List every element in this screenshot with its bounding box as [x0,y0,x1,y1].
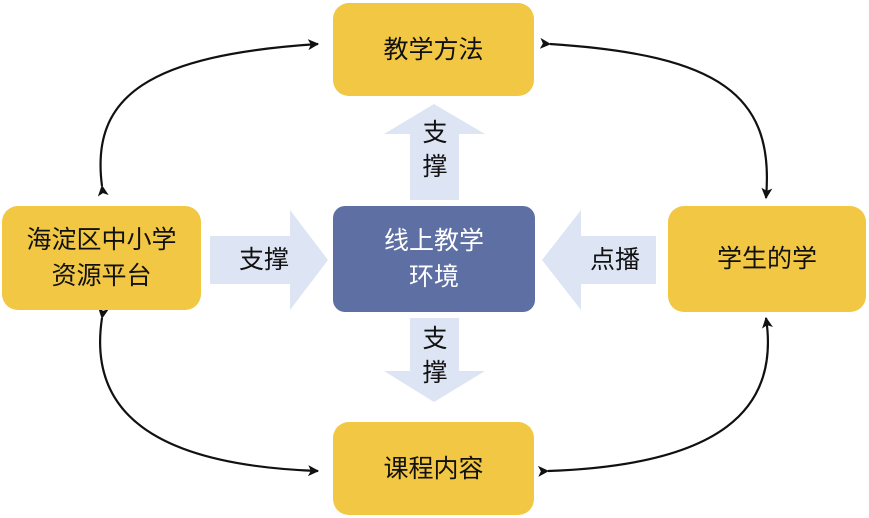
block-arrow-up [384,104,485,200]
node-teaching-method-label: 教学方法 [383,34,484,64]
node-online-environment: 线上教学 环境 [333,206,535,312]
connector-resource-content [98,307,320,477]
node-online-environment-label: 线上教学 环境 [383,226,484,291]
block-arrow-down-label: 支 撑 [422,324,448,387]
node-student-learning-label: 学生的学 [716,244,817,273]
node-teaching-method: 教学方法 [333,3,534,96]
node-course-content: 课程内容 [333,422,534,515]
connector-method-learning [539,37,773,200]
block-arrow-left [542,210,656,310]
block-arrow-left-label: 点播 [589,245,640,274]
block-arrow-right-label: 支撑 [238,245,289,274]
node-course-content-label: 课程内容 [383,453,484,483]
node-resource-platform: 海淀区中小学 资源平台 [2,206,201,310]
connector-method-resource [97,39,320,197]
block-arrow-down [384,318,485,402]
block-arrow-right [210,210,328,310]
block-arrow-up-label: 支 撑 [422,118,448,181]
connector-content-learning [537,316,773,477]
node-resource-platform-label: 海淀区中小学 资源平台 [26,225,177,290]
node-student-learning: 学生的学 [668,206,866,312]
